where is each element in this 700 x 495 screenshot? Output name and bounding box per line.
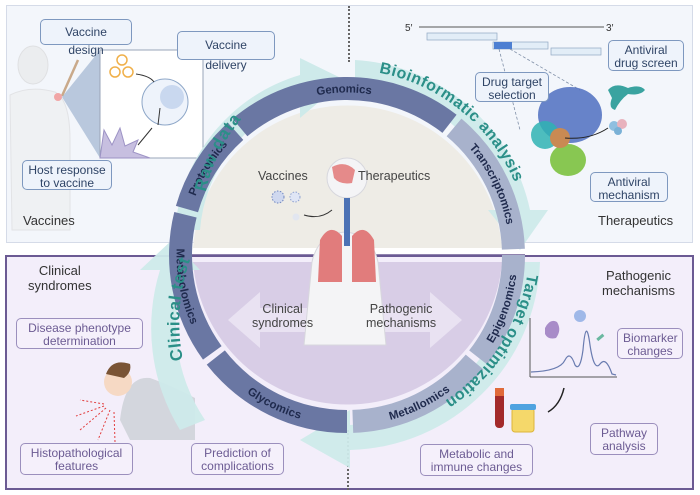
three-prime-label: 3′ (606, 23, 614, 34)
clinical-syndromes-title: Clinical syndromes (28, 263, 92, 293)
five-prime-label: 5′ (405, 23, 413, 34)
omics-segment-genomics (232, 77, 457, 137)
inhalation-arrow (303, 209, 333, 218)
omics-segment-metallomics (352, 354, 484, 433)
urine-cup-icon (510, 404, 536, 433)
binding-arrow (564, 127, 609, 139)
vaccine-design-box: Vaccine design (40, 19, 132, 57)
sample-to-chart-arrow (547, 387, 565, 413)
antigen-icon (116, 54, 128, 66)
center-pathogenic-line1: Pathogenic (369, 302, 433, 316)
respiratory-system-illustration (303, 157, 387, 346)
small-molecule-icon (609, 119, 627, 135)
omics-label-genomics: Genomics (316, 83, 373, 98)
center-therapeutics-label: Therapeutics (358, 169, 431, 183)
omics-segment-epigenomics (469, 255, 525, 365)
metabolic-immune-box: Metabolic and immune changes (420, 444, 533, 476)
zoom-cone (62, 50, 100, 158)
biomarker-chart-icon (529, 310, 617, 378)
omics-ring: GenomicsTranscriptomicsEpigenomicsMetall… (168, 77, 525, 433)
histopathological-box: Histopathological features (20, 443, 133, 475)
antigen-icon (109, 66, 121, 78)
vaccine-delivery-box: Vaccine delivery (177, 31, 275, 72)
clinical-title-line1: Clinical (38, 263, 81, 278)
antiviral-mechanism-box: Antiviral mechanism (590, 172, 668, 202)
dendritic-cell-icon (99, 126, 151, 159)
syringe-icon (60, 59, 80, 97)
center-pathogenic-line2: mechanisms (366, 316, 437, 330)
center-clinical-line1: Clinical (262, 302, 303, 316)
center-clinical-label: Clinical syndromes (252, 302, 313, 330)
disease-phenotype-box: Disease phenotype determination (16, 318, 143, 349)
pathogenic-mechanisms-title: Pathogenic mechanisms (602, 268, 675, 298)
center-vaccines-label: Vaccines (258, 169, 308, 183)
omics-segment-transcriptomics (446, 118, 525, 250)
pathogenic-title-line2: mechanisms (602, 283, 675, 298)
nucleus-icon (160, 85, 184, 109)
cough-droplets-icon (75, 399, 116, 443)
drug-target-selection-box: Drug target selection (475, 72, 549, 102)
host-response-box: Host response to vaccine (22, 160, 112, 190)
pathogenic-title-line1: Pathogenic (605, 268, 672, 283)
center-pathogenic-label: Pathogenic mechanisms (366, 302, 436, 330)
antiviral-drug-screen-box: Antiviral drug screen (608, 40, 684, 71)
injection-site-icon (54, 93, 62, 101)
person-vaccine-illustration (9, 45, 71, 231)
center-clinical-line2: syndromes (252, 316, 314, 330)
biomarker-changes-box: Biomarker changes (617, 328, 683, 359)
omics-segment-proteomics (175, 122, 244, 213)
protein-structure-icon (531, 87, 602, 176)
omics-segment-metabolomics (168, 211, 222, 360)
delivery-arrow (135, 73, 161, 146)
blood-tube-icon (495, 388, 504, 428)
pathway-analysis-box: Pathway analysis (590, 423, 658, 455)
clinical-title-line2: syndromes (28, 278, 92, 293)
antigen-icon (122, 66, 134, 78)
virus-icon (271, 190, 301, 221)
therapeutics-title: Therapeutics (598, 213, 674, 228)
omics-segment-glycomics (206, 350, 347, 433)
antibody-icon (608, 85, 645, 110)
top-divider (348, 6, 350, 62)
vaccines-title: Vaccines (23, 213, 75, 228)
prediction-complications-box: Prediction of complications (191, 443, 284, 475)
